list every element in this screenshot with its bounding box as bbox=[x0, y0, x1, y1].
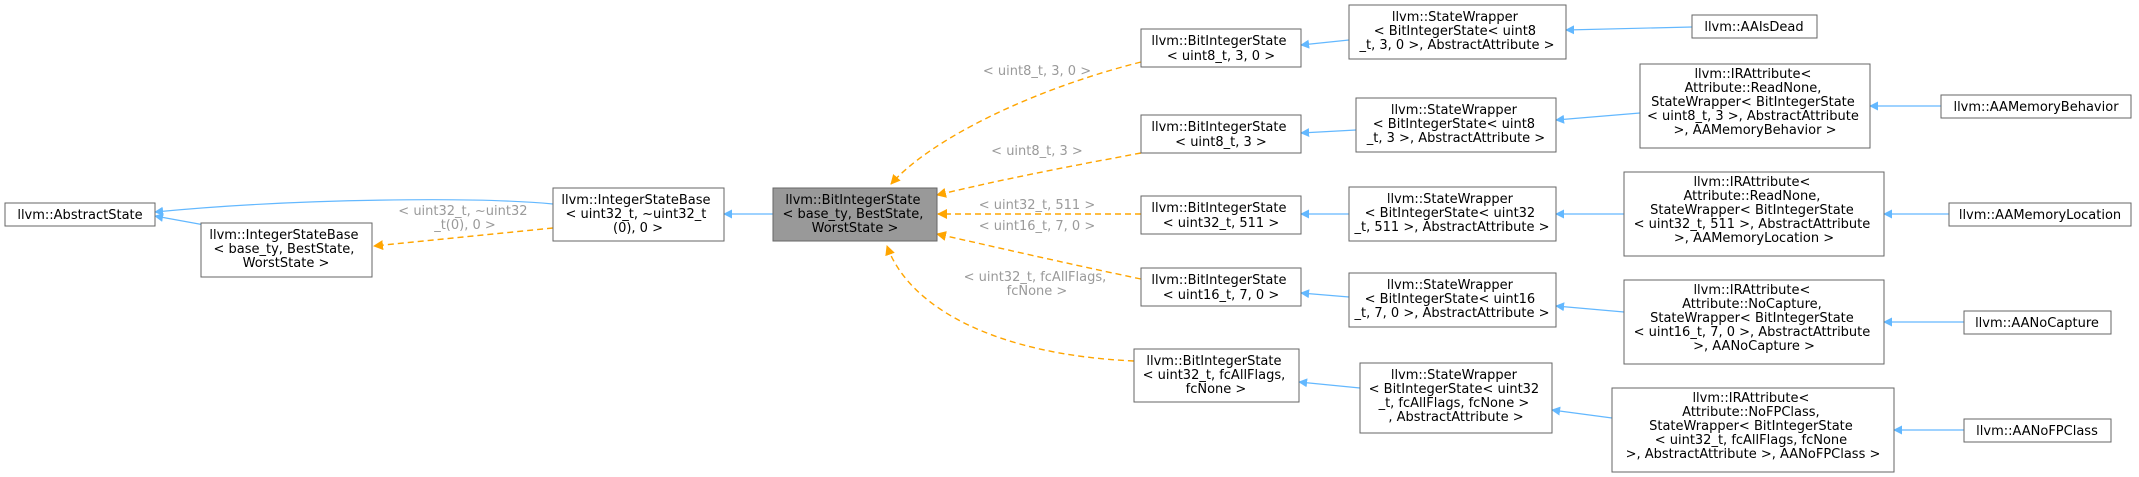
node-aa-memory-behavior[interactable]: llvm::AAMemoryBehavior bbox=[1940, 94, 2132, 119]
edge-ira1-to-sw2 bbox=[1555, 112, 1641, 124]
svg-text:llvm::BitIntegerState: llvm::BitIntegerState < uint8_t, 3 > bbox=[1151, 120, 1290, 150]
node-ir-attribute-readnone-u8[interactable]: llvm::IRAttribute< Attribute::ReadNone, … bbox=[1639, 63, 1871, 149]
node-bit-integer-state-u16-7-0[interactable]: llvm::BitIntegerState < uint16_t, 7, 0 > bbox=[1140, 267, 1302, 307]
node-state-wrapper-u16-7-0[interactable]: llvm::StateWrapper < BitIntegerState< ui… bbox=[1348, 272, 1557, 328]
svg-text:llvm::AAMemoryLocation: llvm::AAMemoryLocation bbox=[1959, 208, 2121, 223]
edge-label-u8-3: < uint8_t, 3 > bbox=[991, 144, 1083, 159]
edge-bis1-to-bistpl bbox=[890, 61, 1142, 185]
svg-text:llvm::StateWrapper < B: llvm::StateWrapper < BitIntegerState< ui… bbox=[1369, 368, 1544, 425]
svg-text:llvm::AAIsDead: llvm::AAIsDead bbox=[1704, 20, 1803, 35]
node-state-wrapper-u32-fcallflags[interactable]: llvm::StateWrapper < BitIntegerState< ui… bbox=[1359, 362, 1553, 434]
svg-text:llvm::StateWrapper < B: llvm::StateWrapper < BitIntegerState< ui… bbox=[1359, 10, 1555, 53]
edge-ira4-to-sw5 bbox=[1551, 406, 1613, 419]
edge-sw4-to-bis4 bbox=[1300, 289, 1350, 299]
edge-sw1-to-bis1 bbox=[1300, 39, 1350, 49]
node-integer-state-base[interactable]: llvm::IntegerStateBase < uint32_t, ~uint… bbox=[552, 187, 725, 242]
svg-text:llvm::IntegerStateBase: llvm::IntegerStateBase < uint32_t, ~uint… bbox=[561, 193, 714, 236]
node-bit-integer-state-u8-3-0[interactable]: llvm::BitIntegerState < uint8_t, 3, 0 > bbox=[1140, 28, 1302, 68]
edge-isb-to-abstractstate bbox=[154, 199, 554, 216]
node-bit-integer-state-u32-fcallflags[interactable]: llvm::BitIntegerState < uint32_t, fcAllF… bbox=[1133, 348, 1300, 403]
svg-text:llvm::AANoFPClass: llvm::AANoFPClass bbox=[1976, 424, 2098, 439]
node-state-wrapper-u8-3[interactable]: llvm::StateWrapper < BitIntegerState< ui… bbox=[1355, 97, 1557, 153]
edge-sw2-to-bis2 bbox=[1300, 128, 1357, 138]
svg-text:llvm::StateWrapper < B: llvm::StateWrapper < BitIntegerState< ui… bbox=[1354, 278, 1550, 321]
node-integer-state-base-template[interactable]: llvm::IntegerStateBase < base_ty, BestSt… bbox=[200, 222, 373, 278]
node-abstract-state[interactable]: llvm::AbstractState bbox=[4, 202, 156, 227]
node-aa-no-fp-class[interactable]: llvm::AANoFPClass bbox=[1963, 418, 2112, 443]
node-aa-no-capture[interactable]: llvm::AANoCapture bbox=[1963, 310, 2112, 335]
node-ir-attribute-nocapture[interactable]: llvm::IRAttribute< Attribute::NoCapture,… bbox=[1623, 279, 1885, 365]
node-bit-integer-state-u32-511[interactable]: llvm::BitIntegerState < uint32_t, 511 > bbox=[1140, 195, 1302, 235]
svg-text:llvm::StateWrapper < B: llvm::StateWrapper < BitIntegerState< ui… bbox=[1366, 103, 1545, 146]
svg-text:llvm::IRAttribute< Att: llvm::IRAttribute< Attribute::NoFPClass,… bbox=[1626, 391, 1881, 462]
svg-text:llvm::AbstractState: llvm::AbstractState bbox=[17, 208, 142, 223]
node-bit-integer-state-template[interactable]: llvm::BitIntegerState < base_ty, BestSta… bbox=[772, 187, 938, 242]
svg-text:llvm::IRAttribute< Att: llvm::IRAttribute< Attribute::ReadNone, … bbox=[1647, 67, 1863, 138]
nodes: llvm::AbstractState llvm::IntegerStateBa… bbox=[4, 4, 2132, 473]
edge-bis4-to-bistpl bbox=[936, 231, 1142, 280]
svg-text:llvm::AANoCapture: llvm::AANoCapture bbox=[1975, 316, 2099, 331]
svg-text:llvm::IRAttribute< Att: llvm::IRAttribute< Attribute::NoCapture,… bbox=[1634, 283, 1875, 354]
edge-bis5-to-bistpl bbox=[885, 245, 1135, 362]
node-bit-integer-state-u8-3[interactable]: llvm::BitIntegerState < uint8_t, 3 > bbox=[1140, 114, 1302, 154]
edge-label-u32-fc: < uint32_t, fcAllFlags, fcNone > bbox=[964, 270, 1111, 299]
svg-text:llvm::BitIntegerState: llvm::BitIntegerState < uint32_t, fcAllF… bbox=[1143, 354, 1290, 397]
edge-sw5-to-bis5 bbox=[1298, 378, 1361, 389]
svg-text:llvm::IntegerStateBase: llvm::IntegerStateBase < base_ty, BestSt… bbox=[209, 228, 362, 271]
edge-label-u32-511: < uint32_t, 511 > bbox=[979, 198, 1095, 213]
edge-ira3-to-sw4 bbox=[1555, 302, 1625, 313]
node-aa-is-dead[interactable]: llvm::AAIsDead bbox=[1691, 14, 1818, 39]
node-aa-memory-location[interactable]: llvm::AAMemoryLocation bbox=[1948, 202, 2132, 227]
edge-label-isb-tpl: < uint32_t, ~uint32 _t(0), 0 > bbox=[398, 204, 531, 233]
edge-bis2-to-bistpl bbox=[936, 152, 1142, 198]
node-ir-attribute-nofpclass[interactable]: llvm::IRAttribute< Attribute::NoFPClass,… bbox=[1611, 387, 1895, 473]
edge-label-u8-3-0: < uint8_t, 3, 0 > bbox=[983, 64, 1091, 79]
svg-text:llvm::StateWrapper < B: llvm::StateWrapper < BitIntegerState< ui… bbox=[1354, 192, 1550, 235]
node-state-wrapper-u32-511[interactable]: llvm::StateWrapper < BitIntegerState< ui… bbox=[1348, 186, 1557, 242]
node-ir-attribute-readnone-u32[interactable]: llvm::IRAttribute< Attribute::ReadNone, … bbox=[1623, 171, 1885, 257]
svg-text:llvm::BitIntegerState: llvm::BitIntegerState < uint8_t, 3, 0 > bbox=[1151, 34, 1290, 64]
svg-text:llvm::BitIntegerState: llvm::BitIntegerState < uint32_t, 511 > bbox=[1151, 201, 1290, 231]
edge-label-u16-7-0: < uint16_t, 7, 0 > bbox=[979, 219, 1095, 234]
edge-labels: < uint32_t, ~uint32 _t(0), 0 > < uint8_t… bbox=[398, 64, 1111, 299]
svg-text:llvm::BitIntegerState: llvm::BitIntegerState < base_ty, BestSta… bbox=[782, 193, 927, 236]
svg-text:llvm::AAMemoryBehavior: llvm::AAMemoryBehavior bbox=[1953, 100, 2119, 115]
edge-aaisdead-to-sw1 bbox=[1565, 25, 1693, 35]
svg-text:llvm::IRAttribute< Att: llvm::IRAttribute< Attribute::ReadNone, … bbox=[1634, 175, 1875, 246]
svg-text:llvm::BitIntegerState: llvm::BitIntegerState < uint16_t, 7, 0 > bbox=[1151, 273, 1290, 303]
node-state-wrapper-u8-3-0[interactable]: llvm::StateWrapper < BitIntegerState< ui… bbox=[1348, 4, 1567, 60]
edges bbox=[154, 25, 1964, 435]
